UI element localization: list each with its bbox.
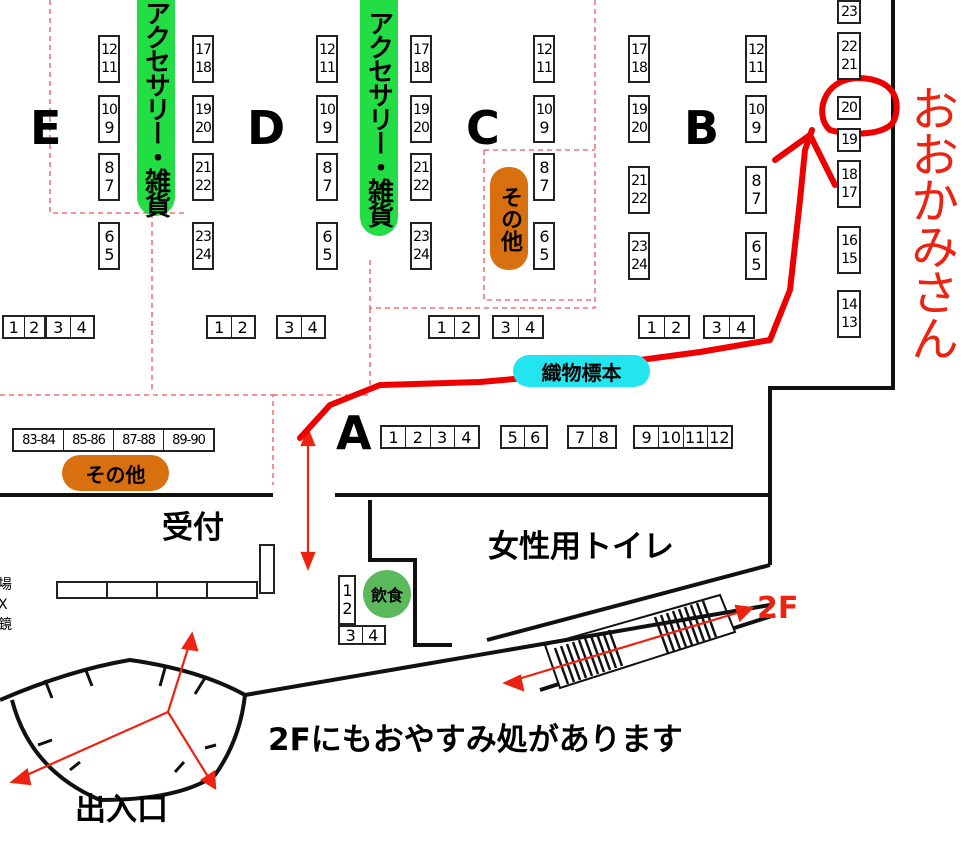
booth-wall-19[interactable]: 19: [837, 128, 861, 152]
red-arrows: [9, 427, 755, 791]
reception-counter: [56, 544, 275, 599]
accessory-goods-zone-e: アクセサリー・雑貨: [137, 0, 175, 216]
section-b-label: B: [684, 101, 720, 155]
section-a-label: A: [336, 406, 372, 460]
section-c-label: C: [466, 101, 500, 155]
section-d-label: D: [247, 101, 286, 155]
route-path: [297, 75, 900, 441]
ookamisan-annotation: おおかみさん: [902, 84, 958, 360]
food-area: 飲食: [363, 570, 411, 618]
fabric-specimen-zone: 織物標本: [513, 355, 650, 387]
reception-label: 受付: [162, 510, 224, 546]
booth-wall-20[interactable]: 20: [837, 96, 861, 120]
rest-area-note: 2Fにもおやすみ処があります: [268, 722, 683, 758]
section-e-label: E: [30, 101, 62, 155]
other-zone-bottom: その他: [62, 455, 169, 491]
entrance-curves: [0, 603, 771, 803]
second-floor-label: 2F: [757, 591, 799, 626]
other-zone-c: その他: [490, 167, 528, 270]
booth-wall-23[interactable]: 23: [837, 0, 861, 24]
area-dividers: [0, 0, 596, 485]
accessory-goods-zone-d: アクセサリー・雑貨: [360, 0, 398, 236]
womens-restroom-label: 女性用トイレ: [488, 529, 674, 565]
entrance-label: 出入口: [75, 792, 168, 828]
